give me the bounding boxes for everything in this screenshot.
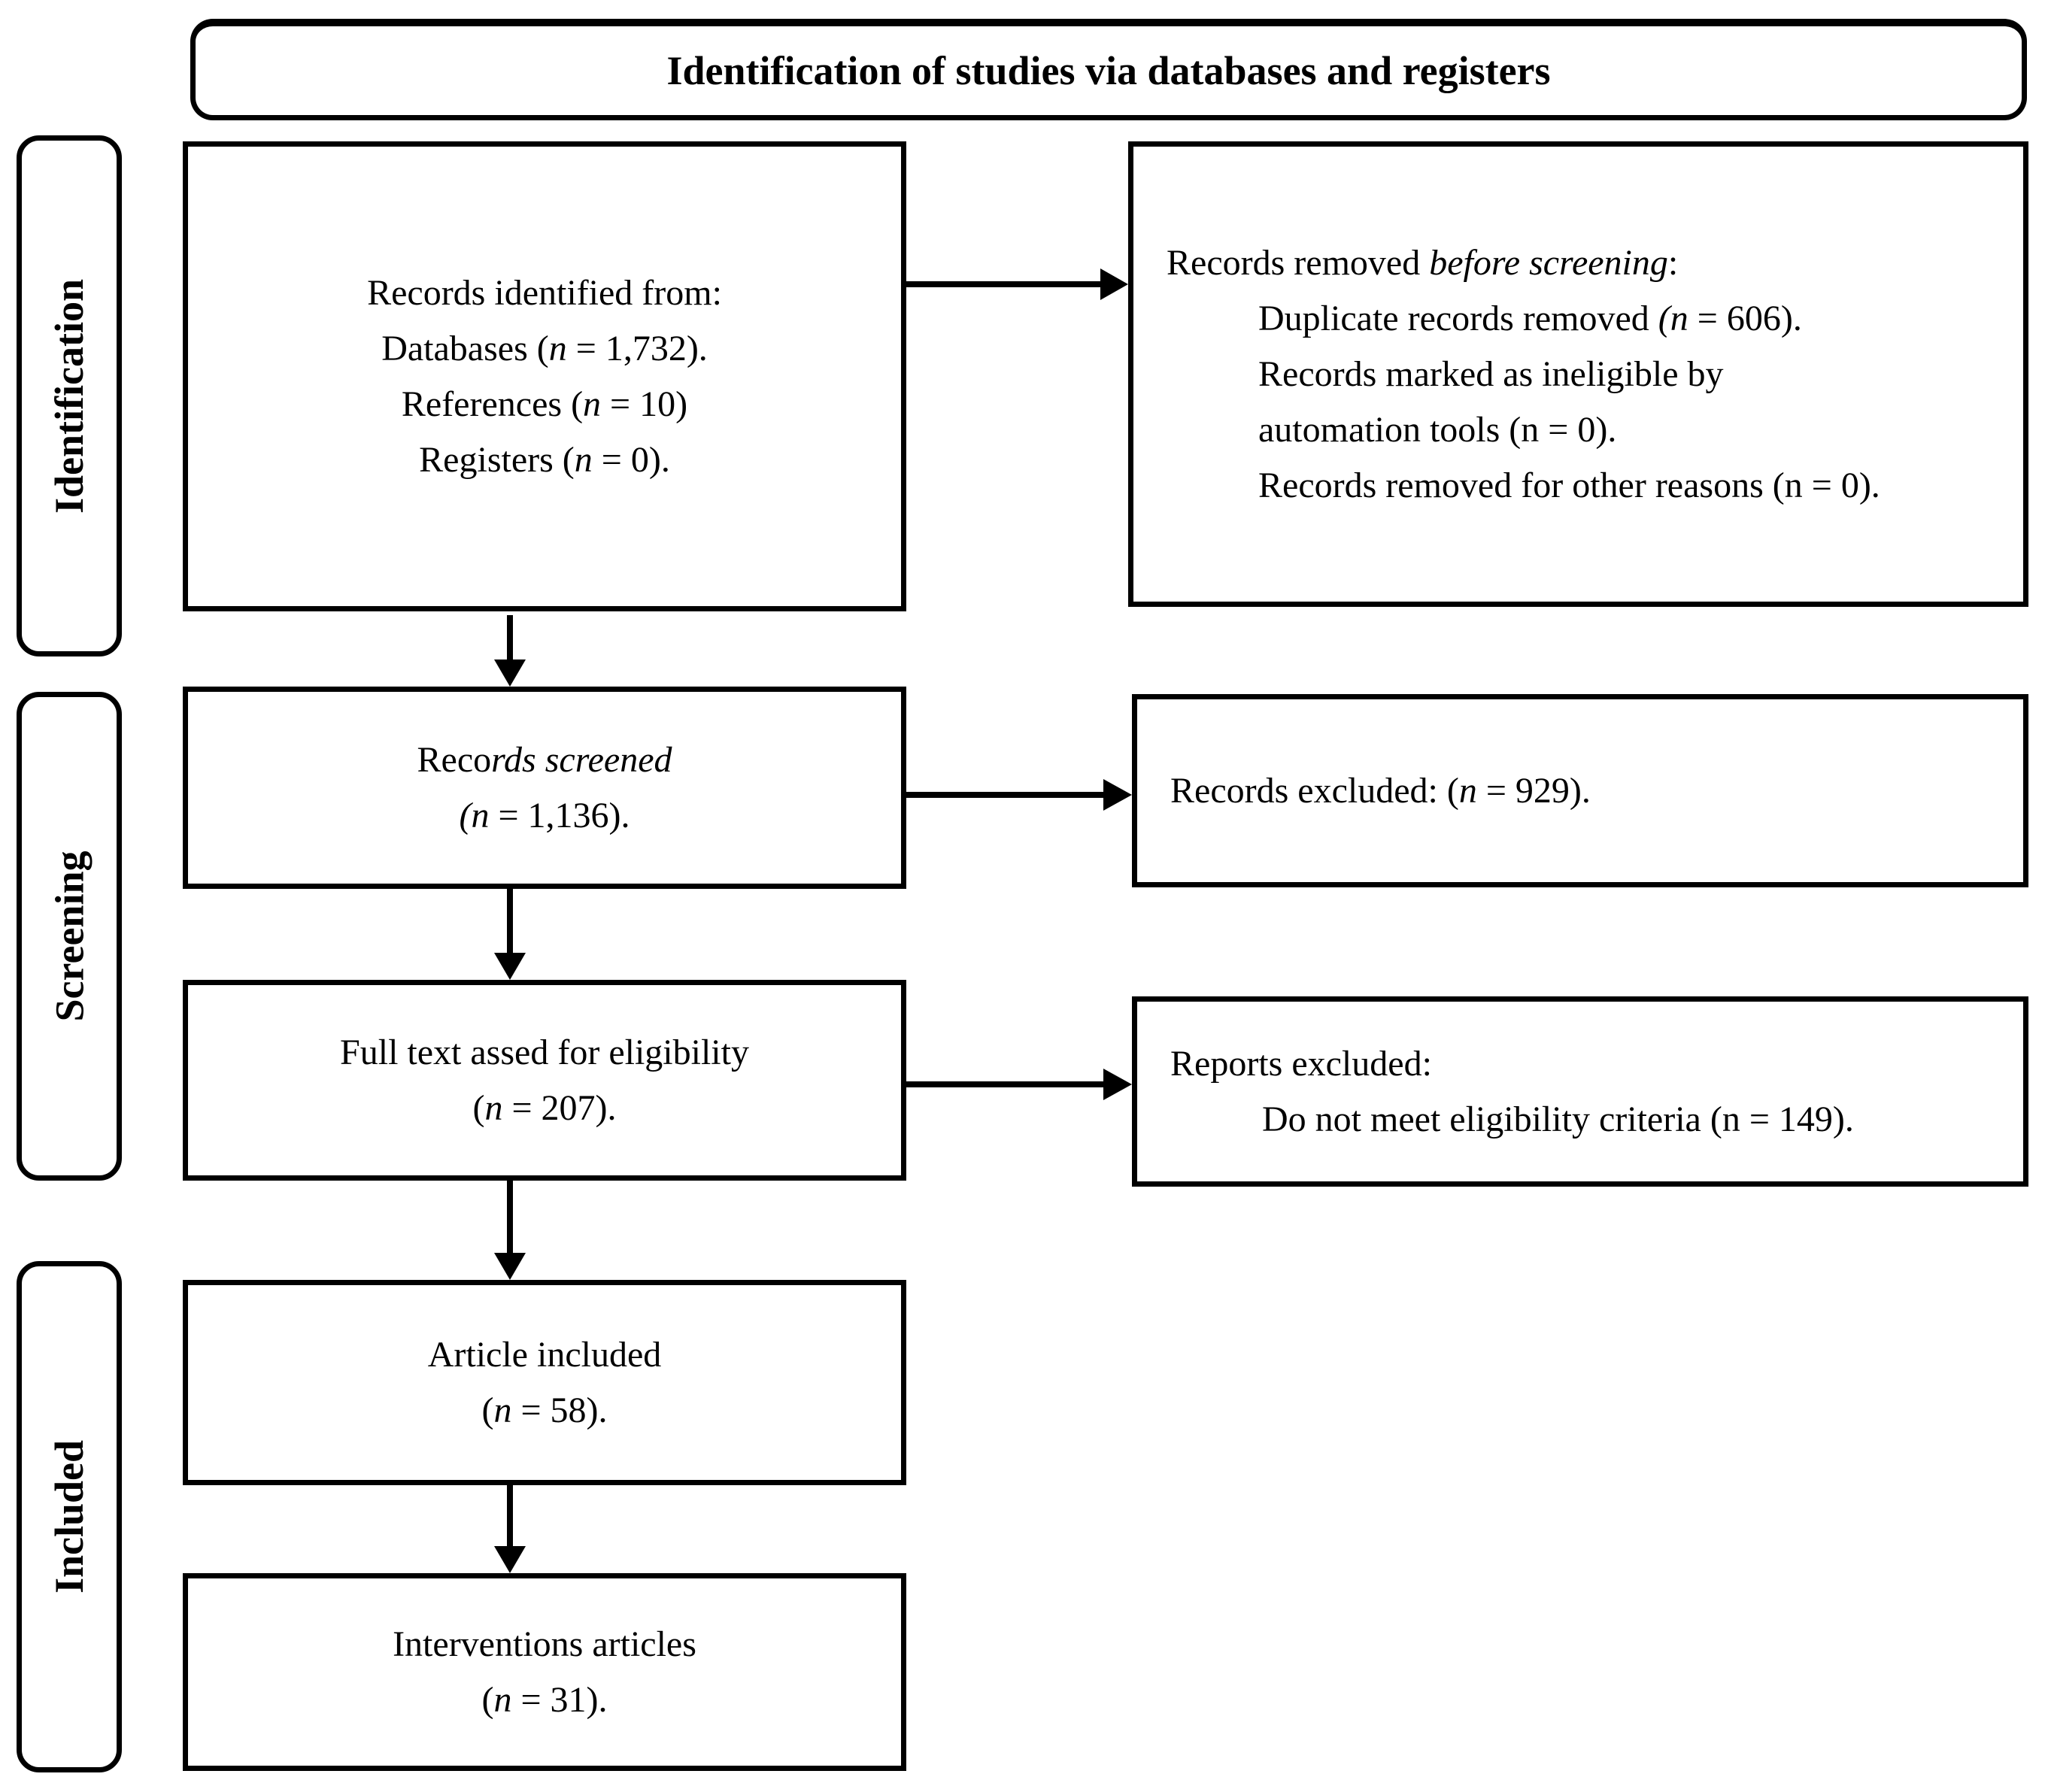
- text-line: (n = 58).: [481, 1390, 608, 1430]
- arrow-identified-to-screened: [494, 615, 526, 687]
- text-line: Do not meet eligibility criteria (n = 14…: [1262, 1099, 1854, 1139]
- text-line: Records screened: [417, 739, 672, 780]
- text-line: Interventions articles: [393, 1624, 696, 1664]
- stage-label-identification: Identification: [17, 135, 122, 656]
- box-records-removed-before-screening: Records removed before screening: Duplica…: [1128, 141, 2028, 607]
- text-line: Records identified from:: [367, 272, 722, 313]
- text-line: Records excluded: (n = 929).: [1170, 770, 1591, 811]
- text-line: Article included: [427, 1334, 662, 1375]
- stage-label-screening: Screening: [17, 692, 122, 1181]
- box-records-identified: Records identified from: Databases (n = 1…: [183, 141, 906, 611]
- text-line: (n = 207).: [472, 1087, 617, 1128]
- text-line: Databases (n = 1,732).: [381, 328, 708, 368]
- text-line: Registers (n = 0).: [419, 439, 670, 480]
- box-records-excluded: Records excluded: (n = 929).: [1132, 694, 2028, 887]
- arrow-fulltext-to-reports-excluded: [906, 1069, 1132, 1100]
- stage-label-included-text: Included: [47, 1439, 92, 1594]
- header-title: Identification of studies via databases …: [666, 48, 1551, 93]
- text-line: Records marked as ineligible by: [1258, 353, 1724, 394]
- text-line: automation tools (n = 0).: [1258, 409, 1617, 450]
- stage-label-screening-text: Screening: [47, 851, 92, 1022]
- box-fulltext-assessed: Full text assed for eligibility (n = 207)…: [183, 980, 906, 1181]
- arrow-screened-to-fulltext: [494, 889, 526, 980]
- arrow-article-to-interventions: [494, 1485, 526, 1573]
- arrow-identified-to-removed: [906, 268, 1128, 300]
- text-line: Full text assed for eligibility: [340, 1032, 749, 1072]
- box-records-screened: Records screened (n = 1,136).: [183, 687, 906, 889]
- text-line: (n = 31).: [481, 1679, 608, 1720]
- text-line: Records removed before screening:: [1167, 242, 1679, 283]
- arrow-screened-to-excluded: [906, 779, 1132, 811]
- text-line: Records removed for other reasons (n = 0…: [1258, 465, 1880, 505]
- text-line: References (n = 10): [401, 384, 688, 424]
- text-line: Duplicate records removed (n = 606).: [1258, 298, 1802, 338]
- arrow-fulltext-to-article: [494, 1181, 526, 1280]
- text-line: (n = 1,136).: [459, 795, 630, 835]
- box-interventions-articles: Interventions articles (n = 31).: [183, 1573, 906, 1771]
- text-line: Reports excluded:: [1170, 1043, 1432, 1084]
- box-article-included: Article included (n = 58).: [183, 1280, 906, 1485]
- stage-label-included: Included: [17, 1261, 122, 1772]
- box-reports-excluded: Reports excluded: Do not meet eligibility…: [1132, 996, 2028, 1187]
- stage-label-identification-text: Identification: [47, 278, 93, 514]
- header-box: Identification of studies via databases …: [190, 19, 2027, 120]
